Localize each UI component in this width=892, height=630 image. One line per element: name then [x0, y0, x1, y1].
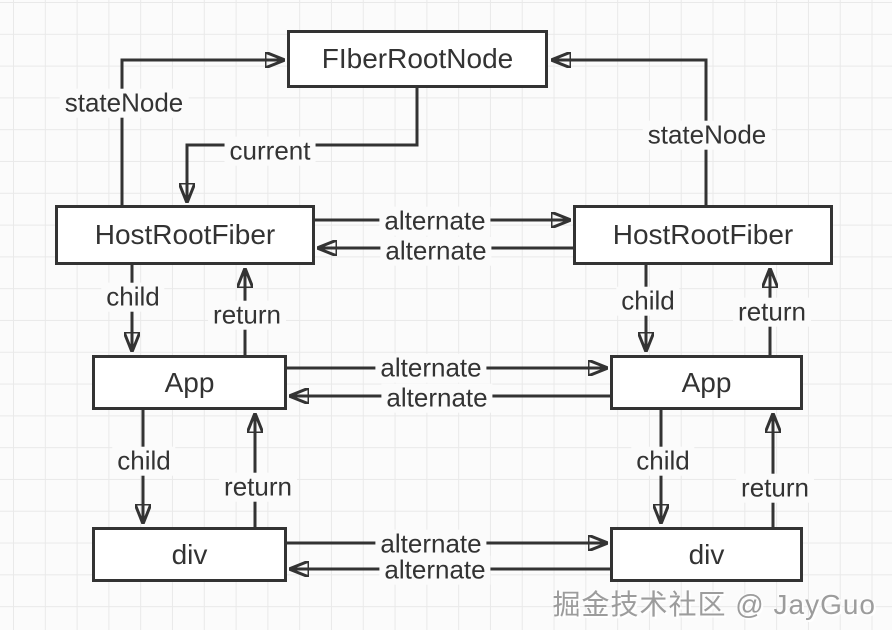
edge-label-current: current	[224, 137, 316, 166]
edge-statenode-right-line	[552, 60, 708, 205]
edge-label-child-left-2: child	[112, 447, 176, 476]
edge-label-child-right-1: child	[616, 287, 680, 316]
edge-label-alternate-app-ltr: alternate	[375, 354, 487, 383]
edge-label-child-left-1: child	[101, 283, 165, 312]
edge-label-alternate-hostroot-ltr: alternate	[379, 207, 491, 236]
edge-label-alternate-hostroot-rtl: alternate	[380, 237, 492, 266]
edge-label-statenode-left: stateNode	[59, 89, 189, 118]
edge-label-return-left-2: return	[219, 473, 297, 502]
edge-label-alternate-div-rtl: alternate	[379, 556, 491, 585]
node-div-right: div	[610, 527, 803, 582]
edge-label-alternate-div-ltr: alternate	[375, 530, 487, 559]
edge-label-alternate-app-rtl: alternate	[381, 384, 493, 413]
watermark-text: 掘金技术社区 @ JayGuo	[552, 589, 876, 620]
edge-label-return-right-2: return	[736, 474, 814, 503]
edge-statenode-left-line	[120, 60, 284, 205]
node-host-root-fiber-right: HostRootFiber	[573, 205, 833, 265]
node-fiber-root-node: FIberRootNode	[287, 30, 548, 88]
node-app-left: App	[92, 355, 287, 410]
edge-label-return-left-1: return	[208, 301, 286, 330]
node-app-right: App	[610, 355, 803, 410]
edge-label-child-right-2: child	[631, 447, 695, 476]
edge-label-return-right-1: return	[733, 298, 811, 327]
node-div-left: div	[92, 527, 287, 582]
edge-label-statenode-right: stateNode	[642, 121, 772, 150]
node-host-root-fiber-left: HostRootFiber	[55, 205, 315, 265]
